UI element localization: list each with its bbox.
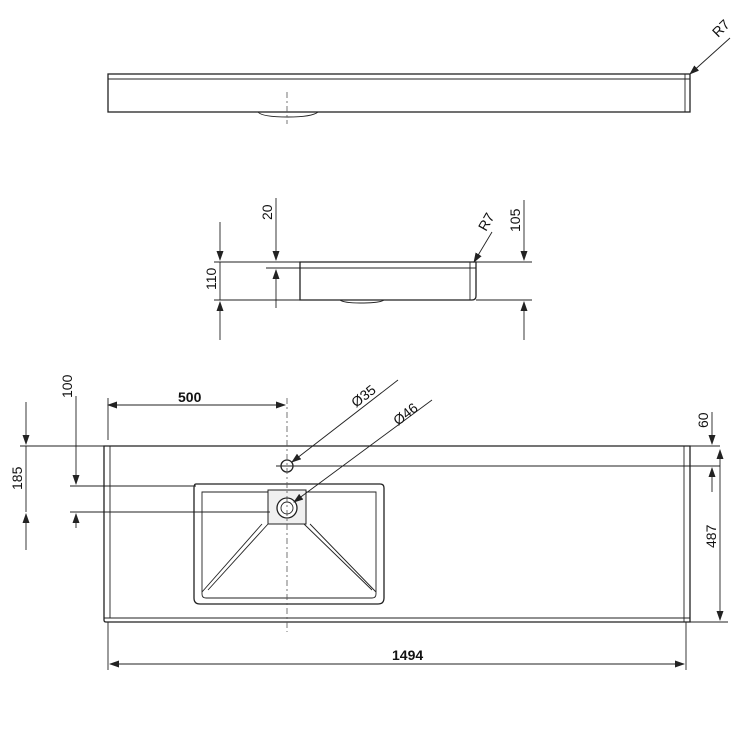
countertop-outline bbox=[103, 445, 691, 623]
side-view: 110 20 R7 105 bbox=[203, 198, 532, 340]
hole-diameter-label: Ø35 bbox=[348, 381, 379, 410]
side-height-right-label: 105 bbox=[507, 208, 523, 232]
plan-view: 100 185 500 Ø35 Ø46 60 487 1494 bbox=[9, 374, 728, 670]
side-view-slab bbox=[299, 261, 477, 301]
side-height-total-label: 110 bbox=[203, 267, 219, 290]
basin-inner bbox=[201, 491, 377, 599]
right-offset-label: 60 bbox=[695, 412, 711, 428]
drain-bulge bbox=[257, 111, 319, 118]
total-depth-label: 487 bbox=[703, 524, 719, 548]
drain-diameter-leader bbox=[293, 399, 433, 503]
basin-depth-y-label: 185 bbox=[9, 466, 25, 490]
hole-offset-x-label: 500 bbox=[178, 389, 202, 405]
side-radius-label: R7 bbox=[475, 210, 498, 234]
front-radius-label: R7 bbox=[709, 16, 733, 40]
side-thickness-label: 20 bbox=[259, 204, 275, 220]
basin-outer bbox=[193, 483, 385, 605]
drain-diameter-label: Ø46 bbox=[390, 399, 421, 428]
hole-diameter-leader bbox=[291, 379, 399, 463]
total-width-label: 1494 bbox=[392, 647, 423, 663]
front-view-slab bbox=[107, 73, 691, 113]
side-radius-leader bbox=[473, 231, 493, 263]
hole-offset-y-label: 100 bbox=[59, 374, 75, 398]
front-view: R7 bbox=[107, 16, 733, 124]
front-radius-leader bbox=[689, 37, 731, 75]
